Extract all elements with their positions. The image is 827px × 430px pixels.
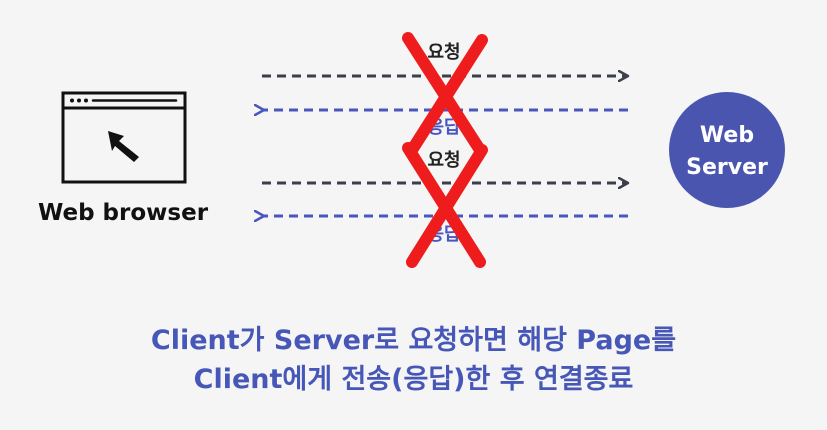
blocked-x-mark-2	[402, 142, 488, 268]
browser-label: Web browser	[38, 200, 209, 226]
caption-line-1: Client가 Server로 요청하면 해당 Page를	[150, 325, 677, 356]
server-label-line1: Web	[700, 123, 754, 148]
blocked-x-mark-1	[402, 32, 488, 156]
mouse-cursor-icon	[108, 131, 139, 162]
browser-window-icon	[61, 91, 187, 184]
request-label-1: 요청	[427, 42, 460, 63]
caption-line-2: Client에게 전송(응답)한 후 연결종료	[193, 364, 634, 395]
web-server-node	[669, 92, 785, 208]
server-label-line2: Server	[686, 155, 768, 180]
request-label-2: 요청	[427, 150, 460, 171]
